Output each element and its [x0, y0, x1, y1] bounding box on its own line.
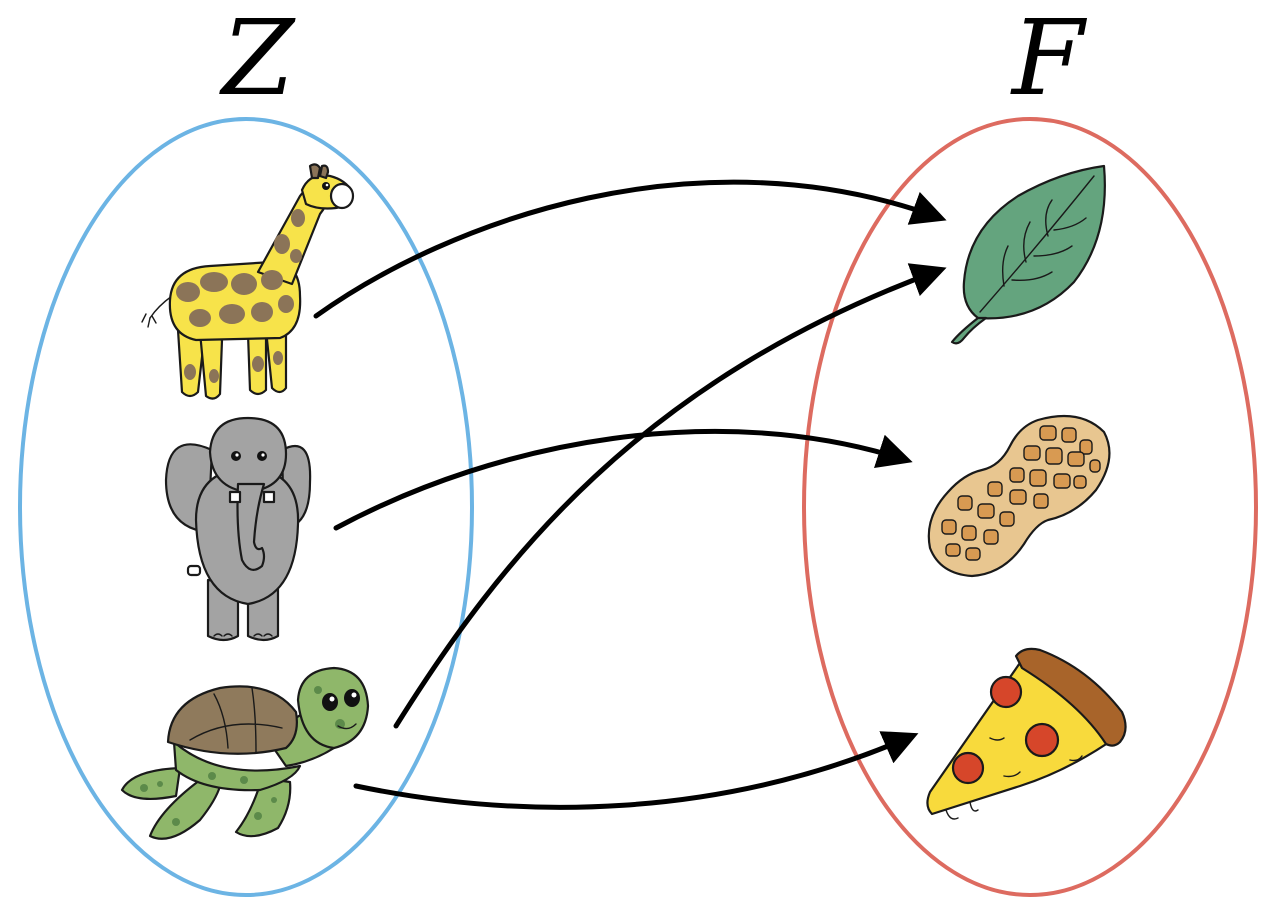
turtle-icon: [120, 666, 370, 840]
arrow-turtle-to-leaf: [393, 263, 947, 729]
leaf-icon: [950, 164, 1106, 345]
pizza-slice-icon: [926, 647, 1127, 820]
domain-set-label: Z: [219, 0, 296, 119]
elephant-icon: [164, 416, 312, 642]
codomain-set-ellipse: [802, 117, 1258, 897]
arrow-elephant-to-peanut: [333, 428, 913, 531]
codomain-set-label: F: [1010, 0, 1088, 119]
arrow-turtle-to-pizza: [353, 731, 919, 810]
arrow-giraffe-to-leaf: [313, 179, 947, 319]
mapping-arrows: [313, 179, 947, 810]
peanut-icon: [927, 414, 1111, 578]
domain-set-ellipse: [18, 117, 474, 897]
giraffe-icon: [141, 163, 355, 400]
